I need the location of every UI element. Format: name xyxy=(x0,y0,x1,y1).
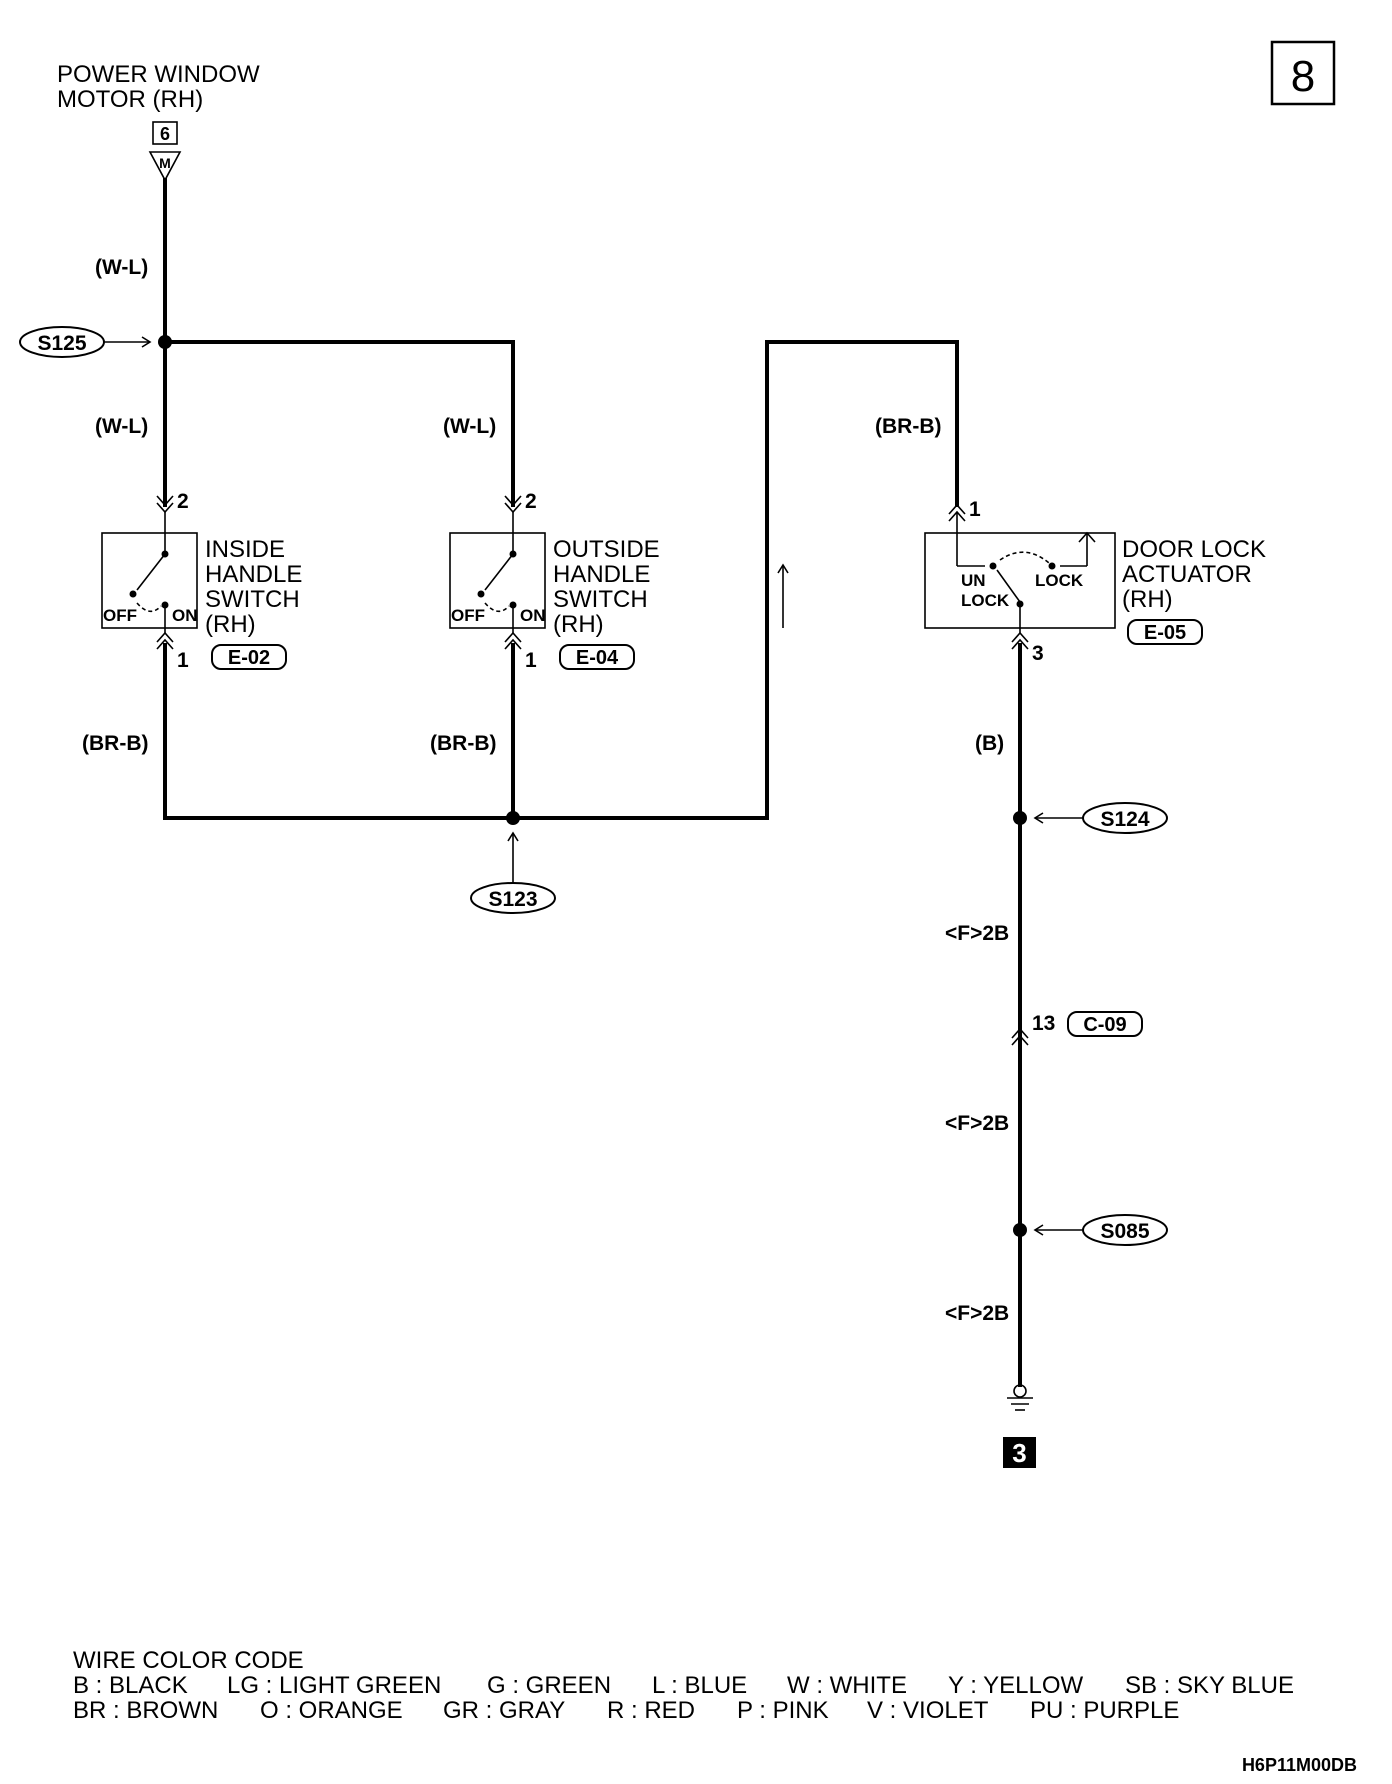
splice-s085-label: S085 xyxy=(1100,1220,1149,1243)
wire-s123-to-actuator xyxy=(163,340,959,820)
splice-s123-arrow xyxy=(507,831,519,842)
outside-switch-on: ON xyxy=(520,606,546,625)
actuator-connector: E-05 xyxy=(1144,622,1186,644)
actuator-pin-bottom: 3 xyxy=(1032,642,1044,665)
motor-connector-symbol xyxy=(148,151,182,182)
motor-pin: 6 xyxy=(160,124,170,144)
wire-label-mid-drop: (W-L) xyxy=(443,415,496,438)
motor-pin-box xyxy=(152,121,178,145)
splice-dot-s085 xyxy=(1013,1223,1027,1237)
actuator-line1: DOOR LOCK xyxy=(1122,536,1266,563)
legend-row1-item: B : BLACK xyxy=(73,1672,188,1699)
legend-row2-item: P : PINK xyxy=(737,1697,829,1724)
inside-switch-line4: (RH) xyxy=(205,611,256,638)
inside-switch-pin-top: 2 xyxy=(177,490,189,513)
outside-switch-off: OFF xyxy=(451,606,485,625)
legend-row2-item: O : ORANGE xyxy=(260,1697,403,1724)
outside-handle-switch xyxy=(449,495,546,650)
door-lock-actuator xyxy=(924,503,1116,650)
wire-label-mid-bottom: (BR-B) xyxy=(430,732,496,755)
wire-label-ground-1: <F>2B xyxy=(945,922,1009,945)
ground-symbol xyxy=(1007,1384,1033,1411)
wire-label-motor-top: (W-L) xyxy=(95,256,148,279)
intermediate-connector-pin: 13 xyxy=(1032,1012,1055,1035)
inside-switch-off: OFF xyxy=(103,606,137,625)
outside-switch-connector: E-04 xyxy=(576,647,619,669)
inside-switch-line2: HANDLE xyxy=(205,561,302,588)
legend-row1-item: Y : YELLOW xyxy=(948,1672,1084,1699)
inside-switch-connector: E-02 xyxy=(228,647,270,669)
motor-symbol: M xyxy=(159,155,171,171)
wire-label-ground-2: <F>2B xyxy=(945,1112,1009,1135)
page-number-box xyxy=(1270,40,1336,106)
outside-switch-line3: SWITCH xyxy=(553,586,648,613)
legend-title: WIRE COLOR CODE xyxy=(73,1647,304,1674)
splice-s124-arrow xyxy=(1033,812,1044,824)
actuator-unlock-1: UN xyxy=(961,571,986,590)
legend-row1-item: L : BLUE xyxy=(652,1672,747,1699)
legend-row1-item: G : GREEN xyxy=(487,1672,611,1699)
motor-title-line2: MOTOR (RH) xyxy=(57,86,203,113)
intermediate-connector-mark-2 xyxy=(1011,1034,1029,1046)
splice-s124-label: S124 xyxy=(1100,808,1149,831)
page-number: 8 xyxy=(1291,52,1315,101)
ground-number-box xyxy=(1003,1437,1036,1468)
actuator-pin-top: 1 xyxy=(969,498,981,521)
current-flow-arrow-head xyxy=(777,563,789,574)
legend-row2-item: BR : BROWN xyxy=(73,1697,218,1724)
intermediate-connector-id: C-09 xyxy=(1083,1014,1126,1036)
wire-label-actuator-in: (BR-B) xyxy=(875,415,941,438)
wire-label-ground-3: <F>2B xyxy=(945,1302,1009,1325)
actuator-unlock-2: LOCK xyxy=(961,591,1010,610)
diagram-code: H6P11M00DB xyxy=(1242,1755,1357,1775)
legend-row1-item: SB : SKY BLUE xyxy=(1125,1672,1294,1699)
inside-switch-pin-bottom: 1 xyxy=(177,649,189,672)
splice-s125-label: S125 xyxy=(37,332,86,355)
splice-s125-arrow xyxy=(141,336,152,348)
legend-row2-item: PU : PURPLE xyxy=(1030,1697,1179,1724)
splice-dot-s123 xyxy=(506,811,520,825)
inside-switch-line3: SWITCH xyxy=(205,586,300,613)
inside-handle-switch xyxy=(101,495,198,650)
wire-label-actuator-out: (B) xyxy=(975,732,1004,755)
outside-switch-connector-box xyxy=(559,644,635,670)
legend-row1-item: LG : LIGHT GREEN xyxy=(227,1672,441,1699)
outside-switch-pin-bottom: 1 xyxy=(525,649,537,672)
wire-label-left-drop: (W-L) xyxy=(95,415,148,438)
outside-switch-pin-top: 2 xyxy=(525,490,537,513)
splice-dot-s124 xyxy=(1013,811,1027,825)
legend-row2-item: R : RED xyxy=(607,1697,695,1724)
outside-switch-line4: (RH) xyxy=(553,611,604,638)
inside-switch-on: ON xyxy=(172,606,198,625)
splice-dot-s125 xyxy=(158,335,172,349)
actuator-line2: ACTUATOR xyxy=(1122,561,1252,588)
outside-switch-line2: HANDLE xyxy=(553,561,650,588)
inside-switch-line1: INSIDE xyxy=(205,536,285,563)
ground-number: 3 xyxy=(1012,1438,1026,1468)
splice-s085-arrow xyxy=(1033,1224,1044,1236)
motor-title-line1: POWER WINDOW xyxy=(57,61,260,88)
splice-s123-label: S123 xyxy=(488,888,537,911)
wire-label-left-bottom: (BR-B) xyxy=(82,732,148,755)
inside-switch-connector-box xyxy=(211,644,287,670)
actuator-lock: LOCK xyxy=(1035,571,1084,590)
intermediate-connector-box xyxy=(1067,1011,1143,1037)
outside-switch-line1: OUTSIDE xyxy=(553,536,660,563)
intermediate-connector-mark-1 xyxy=(1011,1027,1029,1039)
legend-row1-item: W : WHITE xyxy=(787,1672,907,1699)
legend-row2-item: GR : GRAY xyxy=(443,1697,565,1724)
actuator-connector-box xyxy=(1127,619,1203,645)
actuator-line3: (RH) xyxy=(1122,586,1173,613)
legend-row2-item: V : VIOLET xyxy=(867,1697,989,1724)
